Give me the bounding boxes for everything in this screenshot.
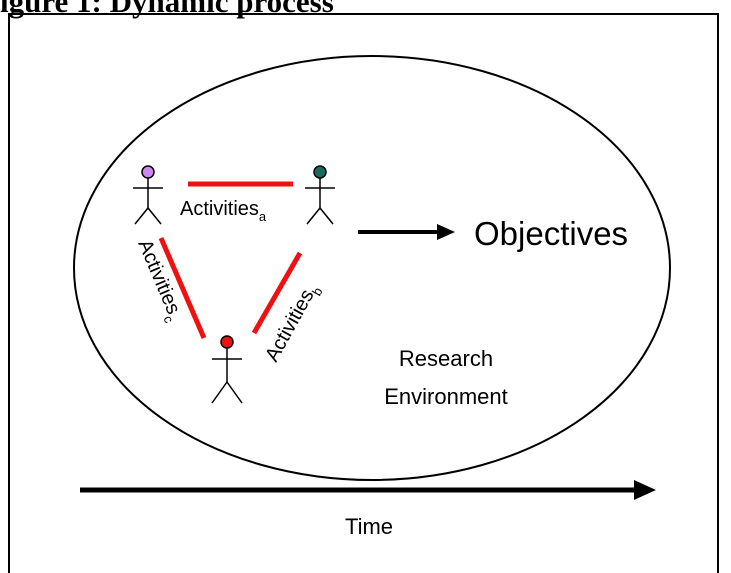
actor-bottom-icon (211, 335, 243, 404)
activity-link-c (158, 237, 207, 339)
activity-link-b (251, 251, 303, 335)
activities-b-label: Activitiesb (261, 279, 326, 367)
actor-top-right-icon (305, 165, 335, 225)
time-label: Time (345, 514, 393, 539)
actor-top-left-icon (133, 165, 163, 225)
research-environment-ellipse (73, 55, 671, 481)
objectives-label: Objectives (474, 215, 628, 252)
time-arrow (80, 480, 656, 500)
activities-a-label: Activitiesa (180, 198, 267, 224)
objectives-arrow (358, 224, 455, 240)
figure-frame (8, 13, 719, 573)
environment-label-line2: Environment (384, 384, 508, 409)
environment-label-line1: Research (399, 346, 493, 371)
figure-caption: igure 1: Dynamic process (0, 0, 334, 19)
